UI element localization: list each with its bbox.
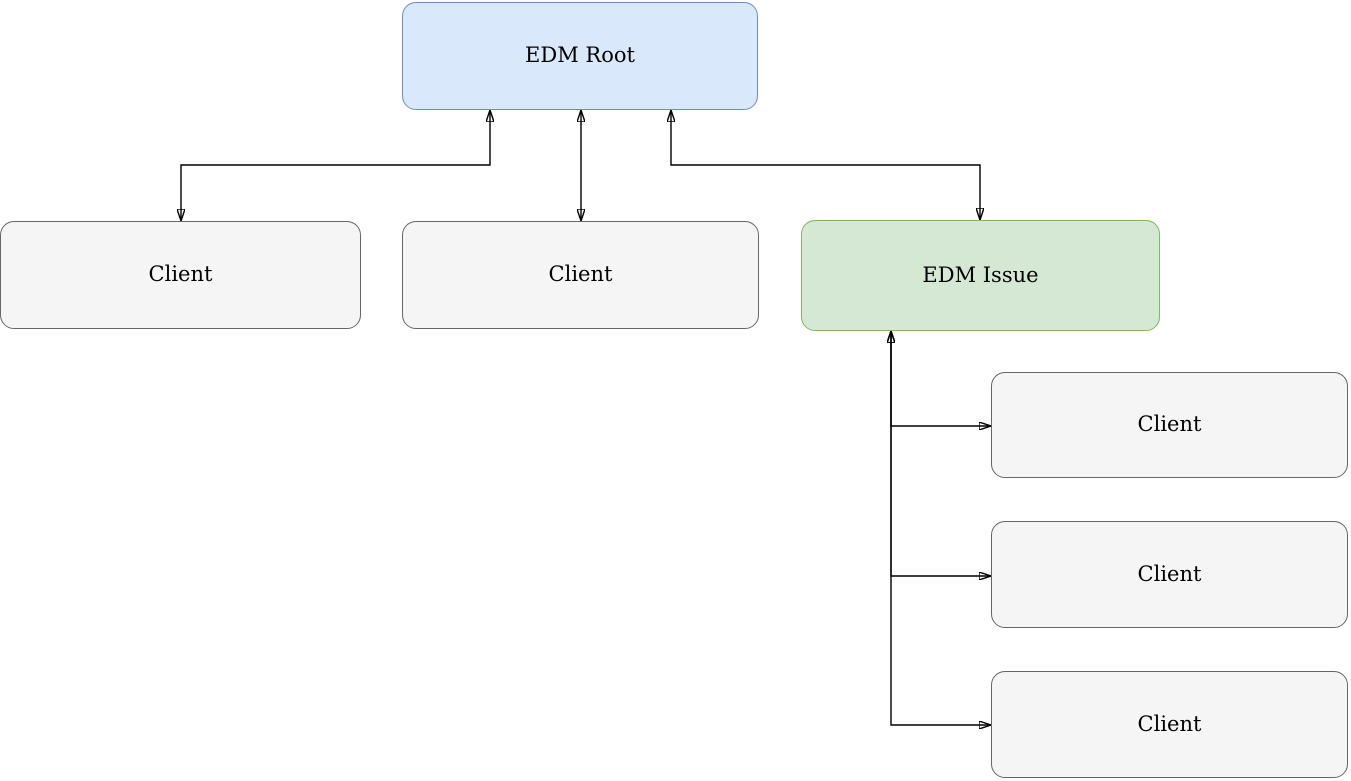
edge-root-edmissue bbox=[671, 110, 980, 220]
edge-edmissue-client3 bbox=[891, 331, 991, 426]
node-edm-root[interactable]: EDM Root bbox=[402, 2, 758, 110]
node-client-1[interactable]: Client bbox=[0, 221, 361, 329]
edge-edmissue-client5 bbox=[891, 331, 991, 725]
node-client-1-label: Client bbox=[148, 262, 213, 287]
node-client-4[interactable]: Client bbox=[991, 521, 1348, 628]
node-client-3[interactable]: Client bbox=[991, 372, 1348, 478]
node-client-3-label: Client bbox=[1137, 412, 1202, 437]
node-client-2-label: Client bbox=[548, 262, 613, 287]
edge-edmissue-client4 bbox=[891, 331, 991, 576]
node-client-5-label: Client bbox=[1137, 711, 1202, 736]
edge-root-client1 bbox=[181, 110, 490, 221]
node-edm-issue-label: EDM Issue bbox=[922, 262, 1039, 287]
node-edm-issue[interactable]: EDM Issue bbox=[801, 220, 1160, 331]
node-client-5[interactable]: Client bbox=[991, 671, 1348, 778]
node-client-2[interactable]: Client bbox=[402, 221, 759, 329]
node-client-4-label: Client bbox=[1137, 561, 1202, 586]
node-edm-root-label: EDM Root bbox=[525, 43, 635, 68]
